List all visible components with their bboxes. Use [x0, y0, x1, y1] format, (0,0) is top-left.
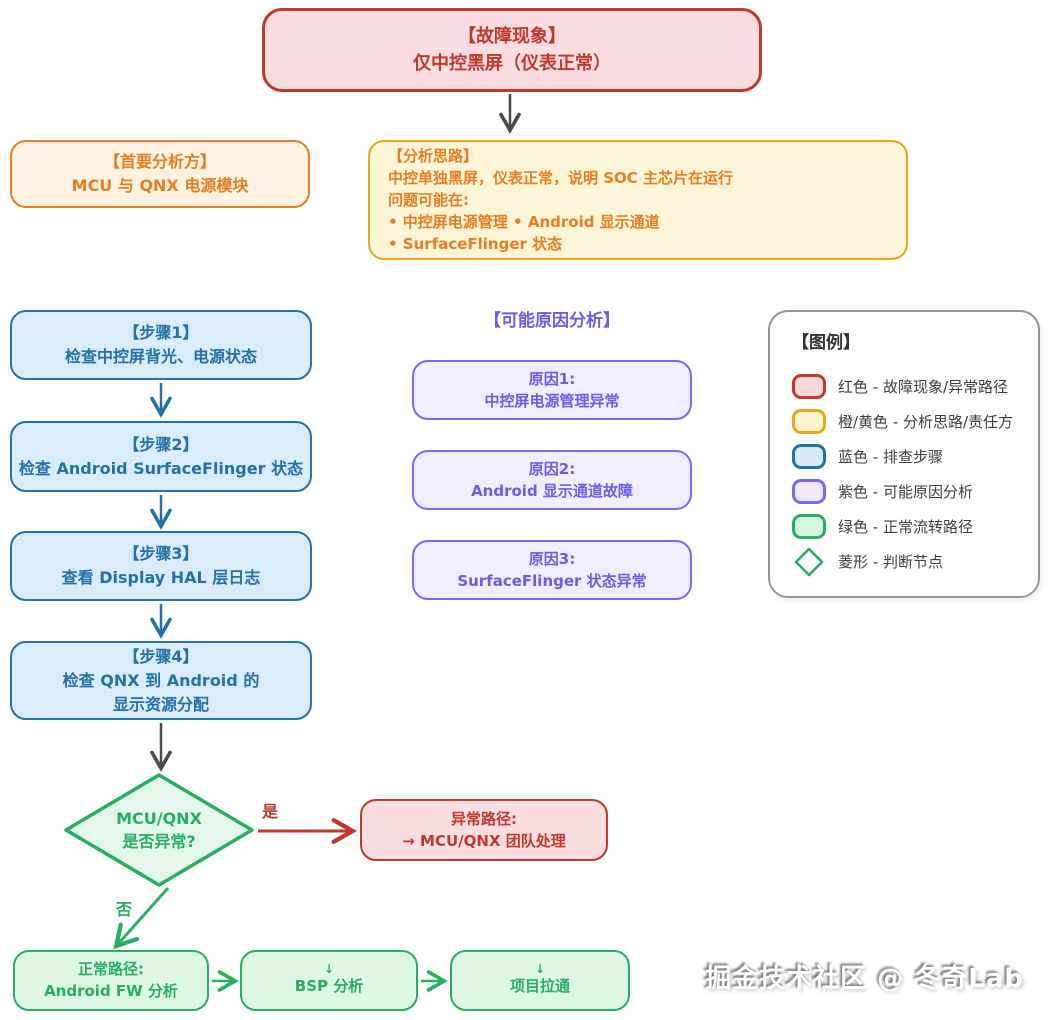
decision-line-2: 是否异常?	[122, 832, 196, 851]
blue-swatch-icon	[792, 444, 826, 469]
primary-analysis-title: 【首要分析方】	[103, 152, 216, 171]
legend-item-diamond: 菱形 - 判断节点	[792, 544, 1038, 579]
cause-2-node: 原因2: Android 显示通道故障	[412, 450, 692, 510]
analysis-line-3: • 中控屏电源管理 • Android 显示通道	[388, 213, 660, 232]
watermark: 掘金技术社区 @ 冬奇Lab	[705, 964, 1024, 994]
legend-item-label: 绿色 - 正常流转路径	[838, 518, 973, 536]
cause-3-title: 原因3:	[528, 549, 576, 568]
purple-swatch-icon	[792, 479, 826, 504]
step-4-node: 【步骤4】 检查 QNX 到 Android 的 显示资源分配	[10, 641, 312, 720]
edge-label-yes: 是	[262, 802, 279, 821]
green-swatch-icon	[792, 514, 826, 539]
normal-path-text: Android FW 分析	[44, 981, 178, 1000]
analysis-line-4: • SurfaceFlinger 状态	[388, 235, 563, 254]
diamond-swatch-icon	[792, 547, 826, 577]
step-2-text: 检查 Android SurfaceFlinger 状态	[18, 458, 304, 478]
step-2-title: 【步骤2】	[123, 434, 199, 454]
legend-item-green: 绿色 - 正常流转路径	[792, 509, 1038, 544]
cause-2-text: Android 显示通道故障	[471, 482, 633, 500]
cause-1-node: 原因1: 中控屏电源管理异常	[412, 360, 692, 420]
analysis-title: 【分析思路】	[388, 146, 479, 165]
step-2-node: 【步骤2】 检查 Android SurfaceFlinger 状态	[10, 421, 312, 492]
normal-path-node: 正常路径: Android FW 分析	[13, 950, 209, 1011]
bsp-analysis-node: ↓ BSP 分析	[240, 950, 418, 1011]
fault-node: 【故障现象】 仅中控黑屏（仪表正常）	[262, 8, 762, 92]
project-alignment-text: 项目拉通	[509, 977, 570, 996]
analysis-node: 【分析思路】 中控单独黑屏，仪表正常，说明 SOC 主芯片在运行 问题可能在: …	[368, 140, 908, 260]
cause-2-title: 原因2:	[528, 459, 576, 478]
legend-item-red: 红色 - 故障现象/异常路径	[792, 369, 1038, 404]
down-arrow-icon: ↓	[323, 962, 335, 977]
legend-item-label: 紫色 - 可能原因分析	[838, 483, 973, 501]
cause-3-text: SurfaceFlinger 状态异常	[457, 572, 647, 590]
project-alignment-node: ↓ 项目拉通	[450, 950, 630, 1011]
diamond-shape-icon	[64, 773, 254, 887]
bsp-analysis-text: BSP 分析	[294, 977, 364, 996]
step-3-title: 【步骤3】	[123, 544, 199, 563]
legend-item-label: 红色 - 故障现象/异常路径	[838, 378, 1009, 396]
abnormal-path-node: 异常路径: → MCU/QNX 团队处理	[360, 799, 608, 861]
step-4-title: 【步骤4】	[123, 646, 199, 666]
fault-node-text: 仅中控黑屏（仪表正常）	[413, 53, 611, 74]
cause-1-text: 中控屏电源管理异常	[484, 392, 620, 410]
red-swatch-icon	[792, 374, 826, 399]
step-4-text-2: 显示资源分配	[112, 694, 209, 714]
step-3-text: 查看 Display HAL 层日志	[61, 568, 261, 587]
decision-line-1: MCU/QNX	[116, 808, 202, 828]
step-1-title: 【步骤1】	[123, 323, 199, 342]
legend-item-label: 菱形 - 判断节点	[838, 553, 943, 571]
decision-diamond: MCU/QNX 是否异常?	[64, 773, 254, 887]
edge-label-no: 否	[116, 900, 133, 919]
legend-title: 【图例】	[792, 333, 860, 353]
primary-analysis-text: MCU 与 QNX 电源模块	[71, 176, 249, 195]
causes-section-title: 【可能原因分析】	[484, 311, 620, 331]
down-arrow-icon: ↓	[534, 962, 546, 977]
step-4-text: 检查 QNX 到 Android 的	[62, 670, 260, 690]
yellow-swatch-icon	[792, 409, 826, 434]
abnormal-path-title: 异常路径:	[451, 809, 517, 828]
step-1-node: 【步骤1】 检查中控屏背光、电源状态	[10, 310, 312, 380]
step-3-node: 【步骤3】 查看 Display HAL 层日志	[10, 531, 312, 601]
normal-path-title: 正常路径:	[78, 959, 144, 978]
legend-panel: 【图例】 红色 - 故障现象/异常路径 橙/黄色 - 分析思路/责任方 蓝色 -…	[768, 310, 1040, 598]
analysis-line-1: 中控单独黑屏，仪表正常，说明 SOC 主芯片在运行	[388, 168, 734, 187]
analysis-line-2: 问题可能在:	[388, 190, 469, 209]
abnormal-path-text: → MCU/QNX 团队处理	[402, 832, 566, 850]
legend-item-purple: 紫色 - 可能原因分析	[792, 474, 1038, 509]
legend-items: 红色 - 故障现象/异常路径 橙/黄色 - 分析思路/责任方 蓝色 - 排查步骤…	[792, 369, 1038, 579]
cause-1-title: 原因1:	[528, 369, 576, 388]
legend-item-yellow: 橙/黄色 - 分析思路/责任方	[792, 404, 1038, 439]
cause-3-node: 原因3: SurfaceFlinger 状态异常	[412, 540, 692, 600]
legend-item-label: 橙/黄色 - 分析思路/责任方	[838, 413, 1014, 431]
primary-analysis-node: 【首要分析方】 MCU 与 QNX 电源模块	[10, 140, 310, 208]
step-1-text: 检查中控屏背光、电源状态	[64, 347, 257, 366]
legend-item-blue: 蓝色 - 排查步骤	[792, 439, 1038, 474]
legend-item-label: 蓝色 - 排查步骤	[838, 448, 943, 466]
fault-node-title: 【故障现象】	[458, 26, 566, 47]
